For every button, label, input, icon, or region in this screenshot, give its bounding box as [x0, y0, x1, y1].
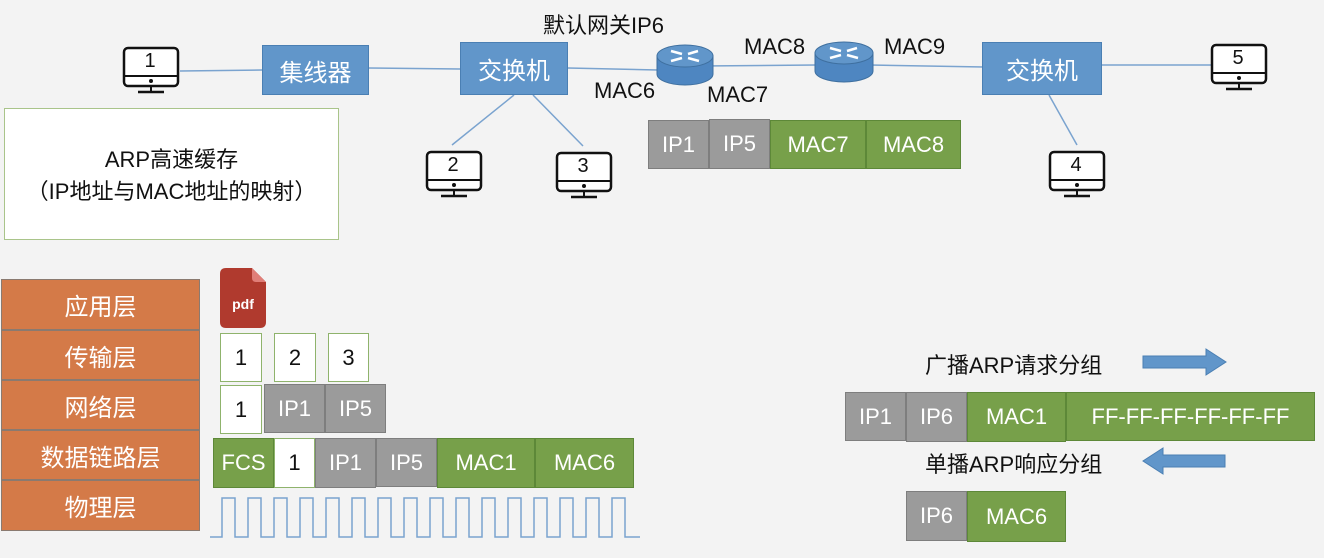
- packet-payload: 1: [220, 385, 262, 434]
- mac8-label: MAC8: [744, 34, 806, 59]
- frame-field-dst-ip: IP5: [709, 119, 770, 169]
- host-number: 5: [1232, 47, 1244, 69]
- host-1[interactable]: 1: [122, 46, 182, 98]
- frame-payload: 1: [274, 438, 315, 488]
- pdf-label: pdf: [232, 296, 254, 312]
- frame-fcs: FCS: [213, 438, 274, 488]
- physical-signal-waveform: [210, 497, 640, 538]
- arp-request-broadcast-mac: FF-FF-FF-FF-FF-FF: [1066, 392, 1315, 441]
- segment-2: 2: [274, 333, 316, 382]
- arrow-left-icon: [1142, 447, 1226, 475]
- pdf-file-icon[interactable]: pdf: [220, 268, 266, 328]
- host-number: 3: [577, 155, 589, 177]
- frame-dst-ip: IP5: [376, 438, 437, 487]
- layer-network: 网络层: [1, 380, 200, 430]
- link-switch-router1: [567, 67, 659, 71]
- layer-application: 应用层: [1, 279, 200, 330]
- router-1[interactable]: [655, 40, 715, 92]
- router-icon: [814, 41, 874, 83]
- host-5[interactable]: 5: [1210, 43, 1270, 95]
- host-4[interactable]: 4: [1048, 150, 1108, 202]
- arp-request-label: 广播ARP请求分组: [925, 353, 1103, 378]
- layer-physical: 物理层: [1, 480, 200, 531]
- monitor-icon: [1210, 43, 1268, 91]
- frame-src-ip: IP1: [315, 438, 376, 488]
- switch-left[interactable]: 交换机: [460, 42, 568, 95]
- arrow-right-icon: [1142, 348, 1227, 376]
- segment-1: 1: [220, 333, 262, 382]
- router-icon: [656, 44, 714, 86]
- frame-dst-mac: MAC6: [535, 438, 634, 488]
- arp-cache-title: ARP高速缓存: [104, 147, 239, 172]
- link-hub-switch: [367, 67, 461, 70]
- link-router2-switch: [869, 64, 985, 68]
- frame-field-dst-mac: MAC8: [866, 120, 961, 169]
- arp-cache-box: ARP高速缓存 （IP地址与MAC地址的映射）: [4, 108, 339, 240]
- layer-transport: 传输层: [1, 330, 200, 380]
- segment-3: 3: [328, 333, 369, 382]
- arp-request-src-mac: MAC1: [967, 392, 1066, 442]
- arp-request-src-ip: IP1: [845, 392, 906, 441]
- mac6-label: MAC6: [594, 78, 656, 103]
- monitor-icon: [555, 151, 613, 199]
- mac9-label: MAC9: [884, 34, 946, 59]
- host-number: 1: [144, 50, 156, 72]
- link-switch-host4: [1048, 94, 1078, 146]
- packet-src-ip: IP1: [264, 384, 325, 433]
- gateway-label: 默认网关IP6: [543, 13, 665, 38]
- arp-reply-mac: MAC6: [967, 491, 1066, 542]
- arp-reply-ip: IP6: [906, 491, 967, 541]
- router-2[interactable]: [813, 37, 875, 89]
- arp-request-dst-ip: IP6: [906, 392, 967, 442]
- host-number: 2: [447, 154, 459, 176]
- switch-right[interactable]: 交换机: [982, 42, 1102, 95]
- host-2[interactable]: 2: [425, 150, 485, 202]
- packet-dst-ip: IP5: [325, 384, 386, 433]
- link-router1-router2: [699, 64, 817, 67]
- monitor-icon: [122, 46, 180, 94]
- link-host1-hub: [179, 69, 263, 72]
- link-switch-host2: [451, 94, 515, 146]
- host-3[interactable]: 3: [555, 151, 615, 203]
- link-switch-host3: [532, 94, 584, 147]
- mac7-label: MAC7: [707, 82, 769, 107]
- arp-reply-label: 单播ARP响应分组: [925, 452, 1103, 477]
- hub[interactable]: 集线器: [262, 45, 369, 95]
- arp-cache-subtitle: （IP地址与MAC地址的映射）: [26, 179, 317, 204]
- host-number: 4: [1070, 154, 1082, 176]
- monitor-icon: [1048, 150, 1106, 198]
- frame-field-src-mac: MAC7: [770, 120, 866, 169]
- frame-field-src-ip: IP1: [648, 120, 709, 169]
- layer-data-link: 数据链路层: [1, 430, 200, 480]
- frame-src-mac: MAC1: [437, 438, 535, 488]
- document-icon: [220, 268, 266, 328]
- monitor-icon: [425, 150, 483, 198]
